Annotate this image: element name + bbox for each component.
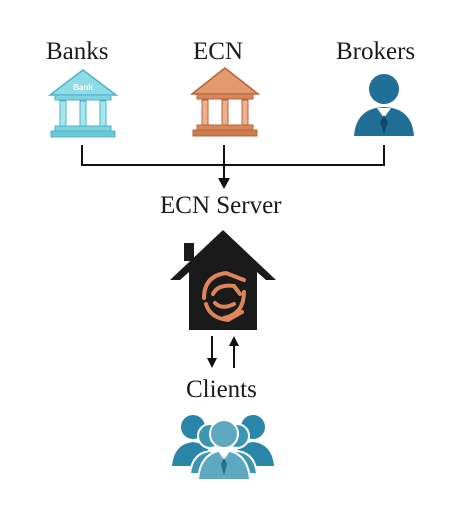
ecn-server-label: ECN Server: [160, 192, 282, 219]
bank-building-icon: Bank: [47, 69, 119, 138]
broker-person-icon: [354, 74, 414, 136]
connector-lines: [81, 145, 385, 189]
ecn-logo-icon: [202, 270, 246, 323]
ecn-label: ECN: [193, 38, 243, 65]
ecn-server-house-icon: [170, 230, 276, 330]
clients-label: Clients: [186, 376, 257, 403]
ecn-building-icon: [189, 67, 261, 137]
brokers-label: Brokers: [336, 38, 416, 65]
clients-group-icon: [172, 415, 274, 481]
bidirectional-arrows: [207, 336, 239, 368]
banks-label: Banks: [46, 38, 109, 65]
bank-icon-text: Bank: [73, 83, 93, 92]
